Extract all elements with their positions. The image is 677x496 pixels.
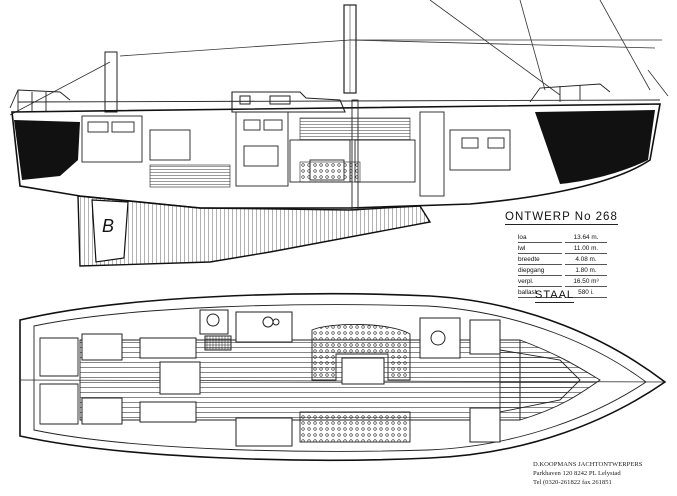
interior-profile	[81, 99, 511, 211]
spec-label: ballast	[518, 288, 562, 298]
spec-row: ballast 580 i.	[505, 288, 670, 299]
spec-value: 11.00 m.	[565, 244, 607, 254]
keel	[77, 195, 432, 267]
designer-logo: B	[102, 216, 114, 236]
spec-label: lwl	[518, 244, 562, 254]
spec-row: verpl. 16.50 m³	[505, 277, 670, 288]
spec-label: verpl.	[518, 277, 562, 287]
plan-view	[19, 293, 667, 461]
spec-row: loa 13.64 m.	[505, 233, 670, 244]
toilet-aft	[206, 313, 220, 327]
toilet-fwd	[430, 330, 446, 346]
saloon-table	[341, 357, 385, 385]
spec-value: 1.80 m.	[565, 266, 607, 276]
designer-address: Parkhaven 120 8242 PL Lelystad	[533, 470, 621, 477]
material-label: STAAL	[535, 289, 575, 303]
bow-section	[535, 110, 655, 184]
stern-section	[14, 120, 80, 180]
designer-block: D.KOOPMANS JACHTONTWERPERS Parkhaven 120…	[533, 460, 642, 487]
spec-value: 4.08 m.	[565, 255, 607, 265]
spec-table: loa 13.64 m. lwl 11.00 m. breedte 4.08 m…	[505, 233, 670, 299]
designer-contact: Tel (0320-261822 fax 261851	[533, 479, 612, 486]
rigging-lines	[9, 0, 669, 116]
spec-row: lwl 11.00 m.	[505, 244, 670, 255]
spec-row: diepgang 1.80 m.	[505, 266, 670, 277]
saloon-settee	[311, 323, 411, 381]
side-profile: B	[9, 0, 669, 267]
designer-name: D.KOOPMANS JACHTONTWERPERS	[533, 461, 643, 468]
spec-row: breedte 4.08 m.	[505, 255, 670, 266]
hull-profile	[11, 103, 661, 209]
spec-label: diepgang	[518, 266, 562, 276]
spec-value: 580 i.	[565, 288, 607, 298]
spec-value: 13.64 m.	[565, 233, 607, 243]
galley-stove	[204, 335, 232, 351]
spec-label: loa	[518, 233, 562, 243]
design-title: ONTWERP No 268	[505, 211, 618, 225]
spec-value: 16.50 m³	[565, 277, 607, 287]
cabin-floor	[79, 339, 601, 421]
settee-starboard	[299, 411, 411, 443]
rudder	[91, 199, 129, 263]
specifications-block: ONTWERP No 268 loa 13.64 m. lwl 11.00 m.…	[505, 207, 670, 303]
spec-label: breedte	[518, 255, 562, 265]
deckhouse	[231, 91, 346, 113]
